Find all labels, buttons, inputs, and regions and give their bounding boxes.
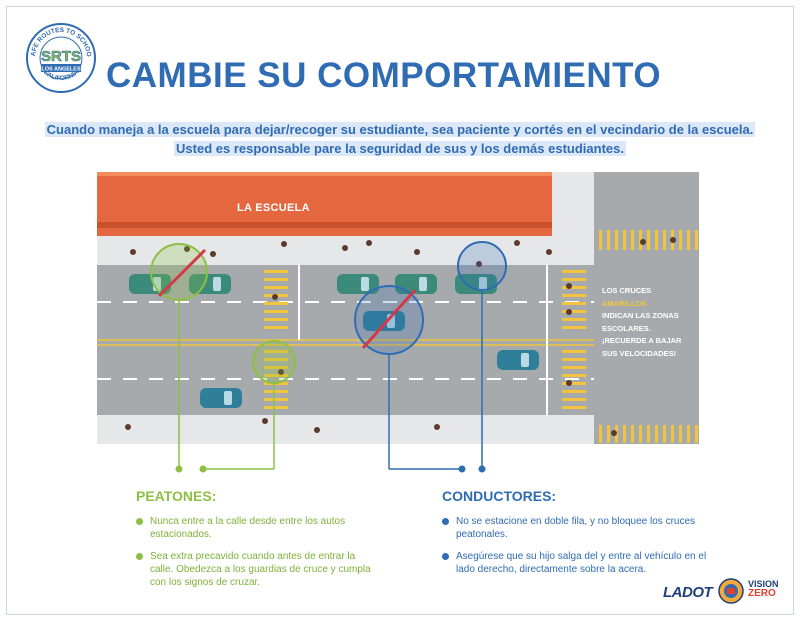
school-building [97,172,552,236]
poster-frame [6,6,794,615]
vision-zero-logo: VISION ZERO [748,579,779,599]
pedestrian [125,237,676,436]
subtitle: Cuando maneja a la escuela para dejar/re… [0,120,800,158]
bullet-dot [136,553,143,560]
crossed-out-ped-circle [150,243,208,301]
street-scene: LA ESCUELA LOS CRUCES AMARILLOS INDICAN … [97,172,699,444]
list-item: Nunca entre a la calle desde entre los a… [136,515,376,541]
list-item: No se estacione en doble fila, y no bloq… [442,515,717,541]
sign-line-2: AMARILLOS [602,298,647,308]
subtitle-line-2: Usted es responsable pare la seguridad d… [174,141,626,156]
sign-line-4: ¡RECUERDE A BAJAR SUS VELOCIDADES! [602,336,682,358]
sign-line-1: LOS CRUCES [602,286,652,295]
crosswalk-right [562,270,586,409]
sign-line-3: INDICAN LAS ZONAS ESCOLARES. [602,311,679,333]
ped-circle-ok [252,340,296,384]
subtitle-line-1: Cuando maneja a la escuela para dejar/re… [44,122,756,137]
list-item: Sea extra precavido cuando antes de entr… [136,550,376,589]
svg-text:LOS ANGELES: LOS ANGELES [41,67,81,73]
conductores-list: No se estacione en doble fila, y no bloq… [442,515,717,585]
bullet-dot [442,553,449,560]
car-circle-ok [457,241,507,291]
school-label: LA ESCUELA [237,202,310,214]
crosswalk-sign: LOS CRUCES AMARILLOS INDICAN LAS ZONAS E… [602,285,694,360]
crossed-out-car-circle [354,285,424,355]
bullet-dot [136,518,143,525]
peatones-list: Nunca entre a la calle desde entre los a… [136,515,376,598]
conductores-title: CONDUCTORES: [442,488,557,504]
ladot-logo: LADOT [663,584,713,601]
leader-lines [175,444,486,473]
bullet-dot [442,518,449,525]
srts-logo: SAFE ROUTES TO SCHOOL CALIFORNIA SRTS LO… [26,23,96,93]
peatones-title: PEATONES: [136,488,217,504]
svg-text:SRTS: SRTS [41,48,81,65]
page-title: CAMBIE SU COMPORTAMIENTO [106,56,662,95]
city-seal-icon [718,578,744,604]
list-item: Asegúrese que su hijo salga del y entre … [442,550,717,576]
street-illustration [97,172,699,444]
